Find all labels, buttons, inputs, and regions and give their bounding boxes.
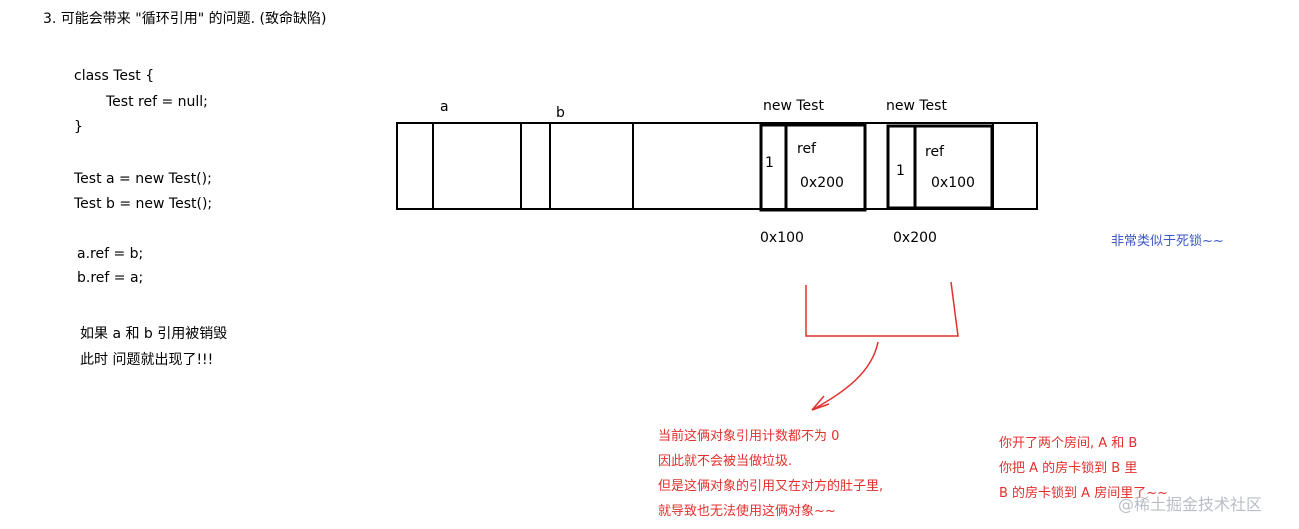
object-2-count: 1	[896, 163, 905, 179]
bracket-line	[805, 281, 959, 337]
object-1-ref-value: 0x200	[800, 175, 844, 191]
object-1-box	[759, 123, 867, 212]
arrow-curve	[811, 341, 879, 411]
code-line: }	[74, 119, 83, 135]
object-1-title: new Test	[763, 98, 824, 114]
code-line: Test a = new Test();	[74, 171, 212, 187]
object-1-ref-label: ref	[797, 141, 816, 157]
object-2-box	[886, 124, 994, 210]
object-2-title: new Test	[886, 98, 947, 114]
var-b-label: b	[556, 105, 565, 121]
code-line: Test b = new Test();	[74, 196, 213, 212]
object-1-count: 1	[765, 155, 774, 171]
analogy-line: B 的房卡锁到 A 房间里了~~	[999, 486, 1168, 501]
explanation-line: 就导致也无法使用这俩对象~~	[658, 504, 836, 519]
object-2-address: 0x200	[893, 230, 937, 246]
heap-outline	[396, 122, 1038, 210]
analogy-line: 你把 A 的房卡锁到 B 里	[999, 461, 1138, 476]
deadlock-note: 非常类似于死锁~~	[1111, 234, 1224, 249]
object-1-address: 0x100	[760, 230, 804, 246]
var-a-label: a	[440, 99, 449, 115]
explanation-line: 因此就不会被当做垃圾.	[658, 454, 793, 469]
code-line: class Test {	[74, 68, 155, 84]
object-2-ref-value: 0x100	[931, 175, 975, 191]
watermark: @稀土掘金技术社区	[1118, 495, 1263, 514]
explanation-line: 当前这俩对象引用计数都不为 0	[658, 429, 840, 444]
code-line: a.ref = b;	[77, 246, 144, 262]
code-line: b.ref = a;	[77, 270, 144, 286]
object-2-ref-label: ref	[925, 144, 944, 160]
page-heading: 3. 可能会带来 "循环引用" 的问题. (致命缺陷)	[43, 11, 327, 27]
problem-note: 此时 问题就出现了!!!	[80, 352, 214, 368]
explanation-line: 但是这俩对象的引用又在对方的肚子里,	[658, 479, 884, 494]
arrow-head	[811, 395, 830, 411]
analogy-line: 你开了两个房间, A 和 B	[999, 436, 1138, 451]
code-line: Test ref = null;	[106, 94, 208, 110]
destroy-note: 如果 a 和 b 引用被销毁	[80, 326, 228, 342]
